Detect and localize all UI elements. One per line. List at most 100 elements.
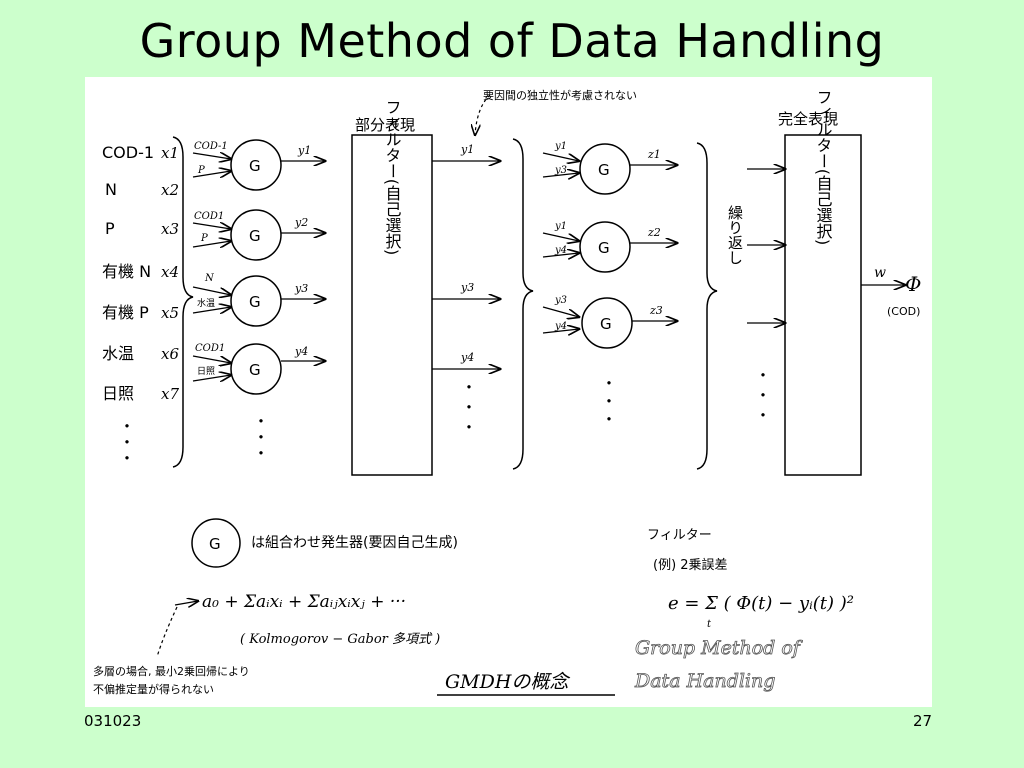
multilayer-note: 不偏推定量が得られない <box>93 682 214 696</box>
input-symbol: x1 <box>161 144 179 162</box>
ellipsis-dot: ・ <box>119 433 135 452</box>
generator-label: G <box>249 227 261 245</box>
input-symbol: x4 <box>161 263 179 281</box>
generator-node <box>581 297 633 349</box>
unit-input-label: y1 <box>554 141 567 152</box>
filter-heading: フィルター <box>647 528 712 543</box>
ellipsis-dot: ・ <box>755 386 771 405</box>
layer1-units: COD-1 P G y1 COD1 P G y2 N 水温 G y3 COD1 … <box>192 139 325 463</box>
unit-input-label: 日照 <box>197 366 215 377</box>
generator-label: G <box>249 157 261 175</box>
legend-generator-label: G <box>209 535 221 553</box>
generator-node <box>230 343 282 395</box>
input-label: 有機 P <box>102 303 149 322</box>
input-symbol: x6 <box>161 345 179 363</box>
note-arrow <box>475 94 491 135</box>
unit-input-label: y1 <box>554 221 567 232</box>
generator-node <box>230 275 282 327</box>
filter-box-1 <box>351 134 433 476</box>
error-formula: e = Σ ( Φ(t) − yᵢ(t) )² <box>668 593 854 614</box>
generator-label: G <box>598 161 610 179</box>
generator-label: G <box>249 293 261 311</box>
unit-input-label: COD1 <box>194 211 224 222</box>
generator-label: G <box>249 361 261 379</box>
sum-index: t <box>707 619 712 630</box>
filtered-output-label: y1 <box>460 143 474 156</box>
filter-example: (例) 2乗誤差 <box>653 557 728 573</box>
unit-output-label: y2 <box>294 216 308 229</box>
layer2-units: y1 y3 G z1 y1 y4 G z2 y3 y4 G z3 ・ ・ ・ <box>542 141 677 429</box>
input-label: N <box>105 180 117 199</box>
unit-output-label: z1 <box>647 148 661 161</box>
input-symbol: x5 <box>161 304 179 322</box>
filter-box-2 <box>784 134 862 476</box>
slide-title: Group Method of Data Handling <box>139 14 885 68</box>
complete-expression-label: 完全表現 <box>778 110 838 128</box>
weight-label: w <box>874 265 886 281</box>
generator-node <box>579 143 631 195</box>
gmdh-name-line-2: Data Handling <box>634 670 775 692</box>
polynomial-formula: a₀ + Σaᵢxᵢ + Σaᵢⱼxᵢxⱼ + ··· <box>202 592 406 612</box>
legend-generator-node <box>191 518 241 568</box>
generator-node <box>230 139 282 191</box>
unit-input-label: y3 <box>554 295 567 306</box>
ellipsis-dot: ・ <box>755 366 771 385</box>
input-label: 有機 N <box>102 262 151 281</box>
unit-input-label: P <box>200 233 208 244</box>
ellipsis-dot: ・ <box>253 444 269 463</box>
ellipsis-dot: ・ <box>601 392 617 411</box>
page-number: 27 <box>913 712 933 730</box>
unit-input-label: N <box>204 273 215 284</box>
filtered-output-label: y3 <box>460 281 474 294</box>
input-symbol: x2 <box>161 181 179 199</box>
diagram-panel: COD-1 N P 有機 N 有機 P 水温 日照 x1 x2 x3 x4 x5… <box>85 77 932 707</box>
partial-expression-label: 部分表現 <box>355 116 415 134</box>
ellipsis-dot: ・ <box>461 418 477 437</box>
generator-node <box>579 221 631 273</box>
unit-output-label: y3 <box>294 282 308 295</box>
gmdh-diagram: COD-1 N P 有機 N 有機 P 水温 日照 x1 x2 x3 x4 x5… <box>93 88 921 696</box>
cod-label: (COD) <box>887 305 920 318</box>
input-symbol: x3 <box>161 220 179 238</box>
unit-input-label: P <box>197 165 205 176</box>
unit-input-label: COD1 <box>195 343 225 354</box>
ellipsis-dot: ・ <box>601 410 617 429</box>
unit-output-label: y1 <box>297 144 311 157</box>
input-labels: COD-1 N P 有機 N 有機 P 水温 日照 x1 x2 x3 x4 x5… <box>102 143 179 468</box>
generator-label: G <box>600 315 612 333</box>
unit-input-label: COD-1 <box>194 141 228 152</box>
ellipsis-dot: ・ <box>601 374 617 393</box>
unit-input-label: y4 <box>554 321 567 332</box>
input-label: P <box>105 219 115 238</box>
ellipsis-dot: ・ <box>461 378 477 397</box>
filtered-outputs: y1 y3 y4 ・ ・ ・ <box>432 143 500 437</box>
unit-input-label: y4 <box>554 245 567 256</box>
ellipsis-dot: ・ <box>253 412 269 431</box>
ellipsis-dot: ・ <box>253 428 269 447</box>
right-brace <box>696 142 718 470</box>
middle-brace <box>512 138 534 470</box>
input-symbol: x7 <box>161 385 179 403</box>
multilayer-note: 多層の場合, 最小2乗回帰により <box>93 664 250 678</box>
footer-date: 031023 <box>84 712 142 730</box>
unit-output-label: z2 <box>647 226 661 239</box>
input-label: 水温 <box>102 344 134 363</box>
phi-label: Φ <box>905 272 921 296</box>
independence-note: 要因間の独立性が考慮されない <box>483 88 637 102</box>
input-label: 日照 <box>102 384 134 403</box>
ellipsis-dot: ・ <box>755 406 771 425</box>
input-brace <box>172 136 194 468</box>
kolmogorov-gabor-label: ( Kolmogorov − Gabor 多項式 ) <box>240 632 440 647</box>
ellipsis-dot: ・ <box>119 449 135 468</box>
unit-input-label: 水温 <box>197 297 215 309</box>
unit-output-label: y4 <box>294 345 308 358</box>
ellipsis-dot: ・ <box>119 417 135 436</box>
unit-input-label: y3 <box>554 165 567 176</box>
filtered-output-label: y4 <box>460 351 474 364</box>
note-pointer <box>156 606 178 658</box>
repeat-vertical-text: 繰り返し <box>726 205 744 265</box>
generator-description: は組合わせ発生器(要因自己生成) <box>251 535 458 551</box>
ellipsis-dot: ・ <box>461 398 477 417</box>
generator-node <box>230 209 282 261</box>
unit-output-label: z3 <box>649 304 663 317</box>
